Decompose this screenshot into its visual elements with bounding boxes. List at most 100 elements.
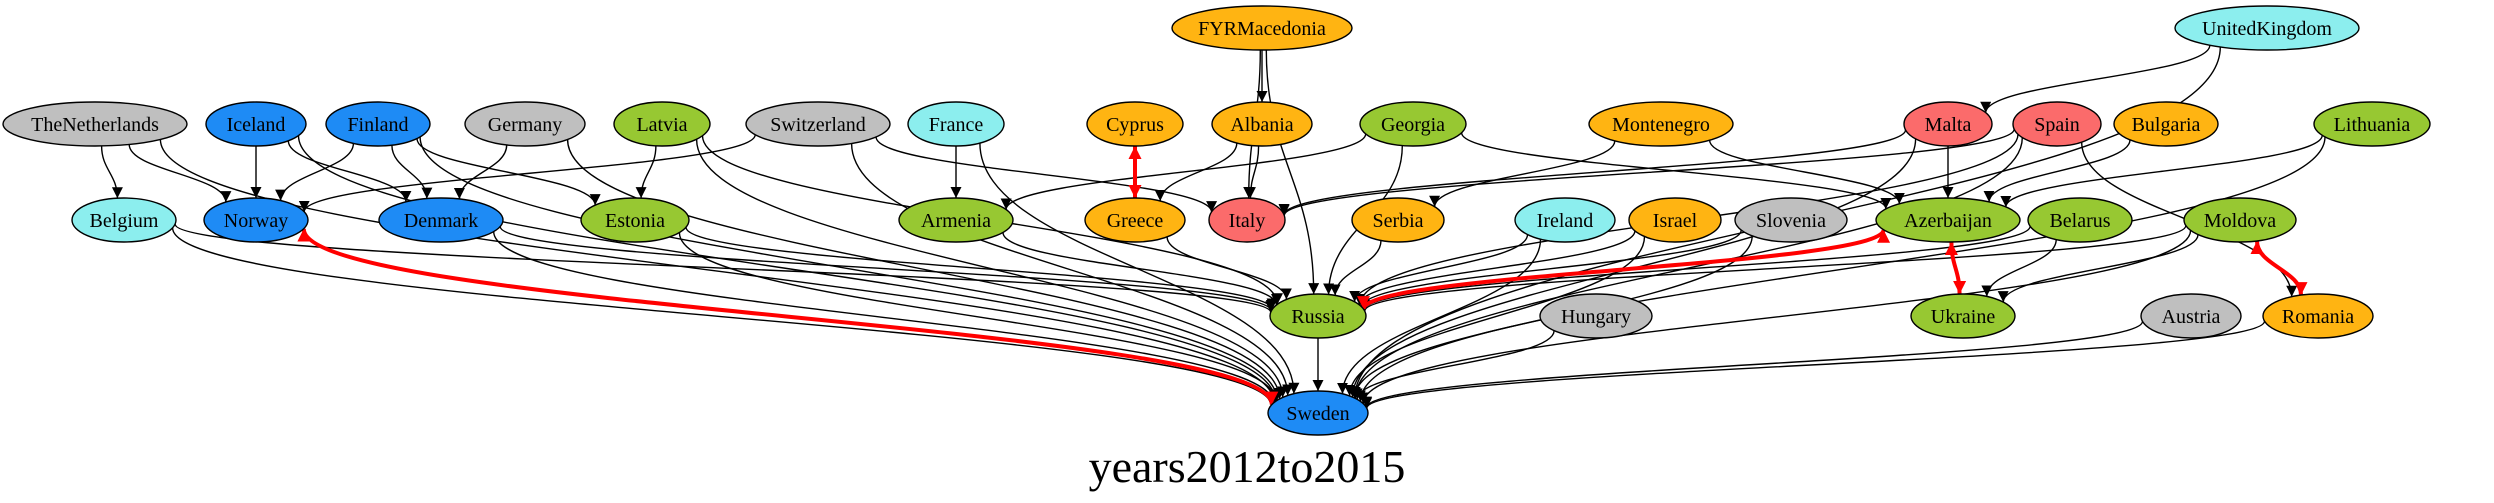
node-label: Finland <box>347 114 408 136</box>
edge-switzerland-norway <box>298 134 756 213</box>
node-label: UnitedKingdom <box>2202 18 2332 40</box>
edge-switzerland-italy <box>875 136 1217 213</box>
edge-belarus-ukraine <box>1981 239 2057 297</box>
node-ellipse <box>205 101 307 147</box>
node-ellipse <box>2113 101 2219 147</box>
node-ellipse <box>1628 197 1722 243</box>
node-ellipse <box>745 101 891 147</box>
node-ireland: Ireland <box>1514 197 1616 243</box>
node-georgia: Georgia <box>1359 101 1467 147</box>
node-ellipse <box>2 101 188 147</box>
node-label: Sweden <box>1286 403 1349 425</box>
node-norway: Norway <box>203 197 309 243</box>
node-iceland: Iceland <box>205 101 307 147</box>
node-latvia: Latvia <box>613 101 711 147</box>
edge-thenetherlands-norway <box>128 144 232 203</box>
edge-albania-italy <box>1244 145 1260 199</box>
edge-iceland-sweden <box>297 135 1281 402</box>
edge-layer <box>100 45 2326 409</box>
node-ellipse <box>1086 101 1184 147</box>
node-germany: Germany <box>464 101 586 147</box>
node-ellipse <box>1875 197 2021 243</box>
node-cyprus: Cyprus <box>1086 101 1184 147</box>
node-label: Spain <box>2034 114 2080 136</box>
node-label: Georgia <box>1381 114 1445 136</box>
node-spain: Spain <box>2012 101 2102 147</box>
node-label: Serbia <box>1372 210 1423 232</box>
node-ellipse <box>1903 101 1993 147</box>
edge-thenetherlands-belgium <box>100 145 123 199</box>
node-ellipse <box>325 101 431 147</box>
node-slovenia: Slovenia <box>1734 197 1848 243</box>
edge-moldova-sweden <box>1357 230 2192 404</box>
node-ellipse <box>1351 197 1445 243</box>
node-label: Hungary <box>1561 306 1631 328</box>
node-label: Lithuania <box>2334 114 2411 136</box>
node-hungary: Hungary <box>1539 293 1653 339</box>
node-label: FYRMacedonia <box>1198 18 1326 40</box>
edge-latvia-estonia <box>635 145 657 199</box>
node-ellipse <box>378 197 504 243</box>
node-ellipse <box>2183 197 2297 243</box>
edge-switzerland-sweden <box>850 143 1294 396</box>
edge-austria-sweden <box>1361 321 2144 408</box>
edge-bulgaria-azerbaijan <box>1983 139 2131 203</box>
node-label: Armenia <box>921 210 991 232</box>
node-label: Ireland <box>1537 210 1594 232</box>
node-label: Belgium <box>90 210 159 232</box>
node-label: Israel <box>1653 210 1698 232</box>
node-israel: Israel <box>1628 197 1722 243</box>
edge-norway-sweden <box>297 228 1279 406</box>
node-estonia: Estonia <box>580 197 690 243</box>
edge-montenegro-serbia <box>1429 140 1616 207</box>
node-label: France <box>929 114 984 136</box>
node-label: Belarus <box>2049 210 2110 232</box>
edge-spain-italy <box>1278 128 2015 216</box>
node-label: Romania <box>2282 306 2354 328</box>
node-serbia: Serbia <box>1351 197 1445 243</box>
edge-albania-greece <box>1154 142 1238 202</box>
edge-finland-estonia <box>416 138 601 206</box>
node-ellipse <box>71 197 177 243</box>
node-label: Greece <box>1107 210 1164 232</box>
edge-finland-norway <box>275 143 355 201</box>
node-ellipse <box>1734 197 1848 243</box>
node-azerbaijan: Azerbaijan <box>1875 197 2021 243</box>
node-belgium: Belgium <box>71 197 177 243</box>
node-moldova: Moldova <box>2183 197 2297 243</box>
node-label: Azerbaijan <box>1904 210 1992 232</box>
node-label: Germany <box>488 114 562 136</box>
node-ukraine: Ukraine <box>1910 293 2016 339</box>
node-belarus: Belarus <box>2027 197 2133 243</box>
node-greece: Greece <box>1084 197 1186 243</box>
edge-azerbaijan-russia <box>1357 228 1890 311</box>
node-ellipse <box>907 101 1005 147</box>
edge-fyrmacedonia-russia <box>1265 49 1320 295</box>
edge-unitedkingdom-malta <box>1980 45 2211 113</box>
node-ellipse <box>1910 293 2016 339</box>
node-montenegro: Montenegro <box>1588 101 1734 147</box>
node-ellipse <box>2262 293 2374 339</box>
node-label: Montenegro <box>1612 114 1710 136</box>
node-sweden: Sweden <box>1267 390 1369 436</box>
node-label: Italy <box>1229 210 1266 232</box>
node-armenia: Armenia <box>898 197 1014 243</box>
node-ellipse <box>1359 101 1467 147</box>
node-ellipse <box>1588 101 1734 147</box>
node-ellipse <box>203 197 309 243</box>
node-label: Cyprus <box>1106 114 1164 136</box>
node-ellipse <box>898 197 1014 243</box>
node-fyrmacedonia: FYRMacedonia <box>1171 5 1353 51</box>
node-italy: Italy <box>1208 197 1286 243</box>
node-ellipse <box>2174 5 2360 51</box>
node-albania: Albania <box>1211 101 1313 147</box>
graph-caption: years2012to2015 <box>1089 441 1406 492</box>
edge-thenetherlands-sweden <box>159 139 1280 403</box>
edge-iceland-denmark <box>287 140 412 202</box>
node-label: Denmark <box>404 210 478 232</box>
node-ellipse <box>613 101 711 147</box>
node-label: Ukraine <box>1931 306 1996 328</box>
node-label: Switzerland <box>770 114 866 136</box>
edge-germany-sweden <box>566 139 1285 400</box>
edge-lithuania-sweden <box>1354 136 2326 402</box>
